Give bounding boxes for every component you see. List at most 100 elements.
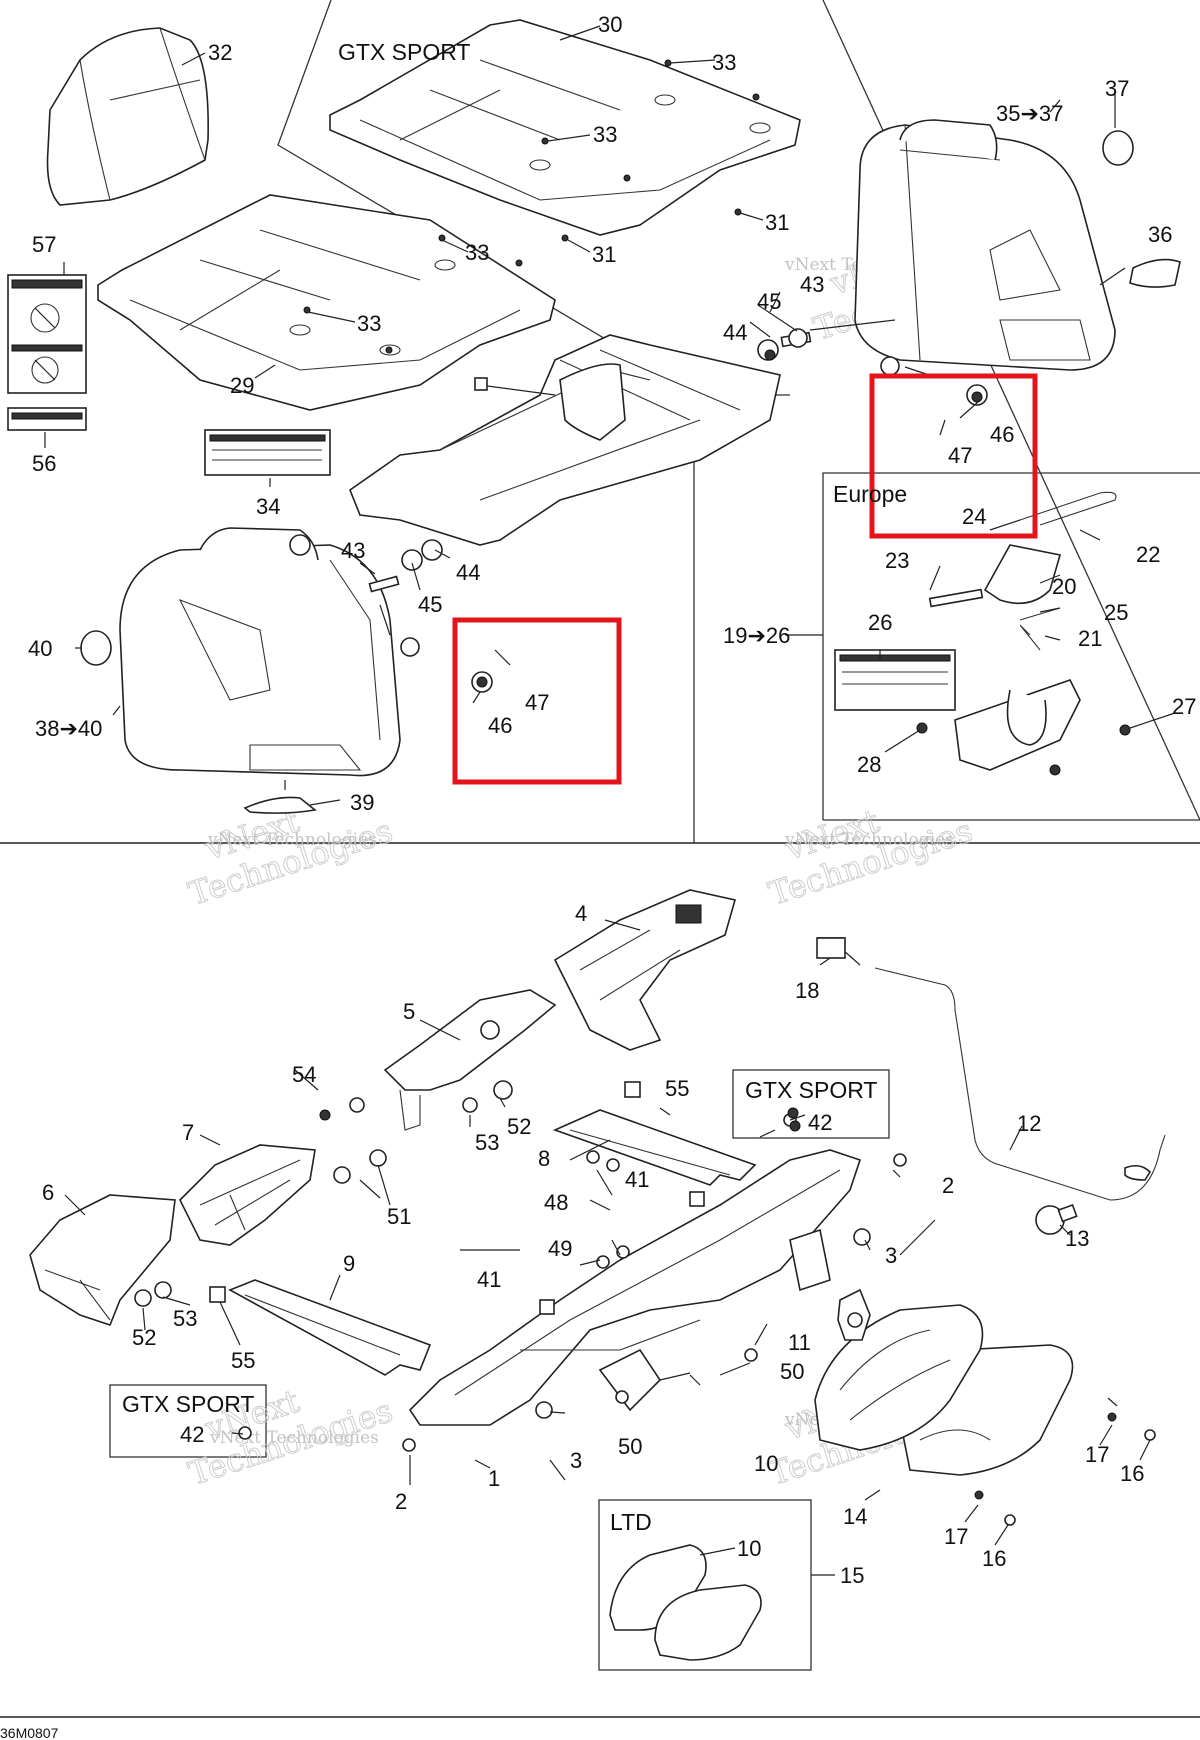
part-39-reflector	[243, 796, 317, 814]
callout-8: 8	[538, 1146, 550, 1171]
watermark-small: vNext Technologies	[207, 830, 377, 850]
callout-45: 45	[757, 289, 781, 314]
callout-33: 33	[593, 122, 617, 147]
group-title-gtx-sport-low: GTX SPORT	[122, 1391, 255, 1417]
part-rear-rack	[349, 334, 781, 546]
part-18-connector	[816, 937, 846, 959]
callout-52: 52	[507, 1114, 531, 1139]
part-6-cover	[29, 1194, 176, 1326]
group-title-europe: Europe	[833, 481, 907, 507]
watermark-small: vNext Technologies	[209, 1428, 379, 1448]
leader-lines	[44, 25, 1176, 1576]
callout-34: 34	[256, 494, 280, 519]
callout-20: 20	[1052, 574, 1076, 599]
callout-44: 44	[723, 320, 747, 345]
callout-23: 23	[885, 548, 909, 573]
callout-25: 25	[1104, 600, 1128, 625]
callout-17: 17	[1085, 1442, 1109, 1467]
callout-42: 42	[180, 1422, 204, 1447]
callout-49: 49	[548, 1236, 572, 1261]
group-title-ltd: LTD	[610, 1509, 652, 1535]
callout-3: 3	[570, 1448, 582, 1473]
callout-16: 16	[982, 1546, 1006, 1571]
part-29-tray	[97, 194, 556, 411]
part-11-socket	[837, 1288, 871, 1341]
part-40-ring	[80, 630, 112, 666]
callout-41: 41	[477, 1267, 501, 1292]
callout-53: 53	[475, 1130, 499, 1155]
callout-50: 50	[780, 1359, 804, 1384]
europe-parts	[834, 491, 1131, 776]
callout-36: 36	[1148, 222, 1172, 247]
callout-15: 15	[840, 1563, 864, 1588]
callout-42: 42	[808, 1110, 832, 1135]
callout-21: 21	[1078, 626, 1102, 651]
callout-40: 40	[28, 636, 52, 661]
callout-56: 56	[32, 451, 56, 476]
callout-37: 37	[1105, 76, 1129, 101]
callout-11: 11	[788, 1330, 811, 1355]
callout-43: 43	[800, 272, 824, 297]
callout-12: 12	[1017, 1111, 1041, 1136]
callout-19-26: 19➔26	[723, 623, 790, 648]
drawing-code: 36M0807	[0, 1725, 59, 1740]
callout-46: 46	[990, 422, 1014, 447]
callout-35-37: 35➔37	[996, 101, 1063, 126]
callout-33: 33	[712, 50, 736, 75]
callout-57: 57	[32, 232, 56, 257]
callout-27: 27	[1172, 694, 1196, 719]
callout-55: 55	[231, 1348, 255, 1373]
callout-44: 44	[456, 560, 480, 585]
part-57-decal	[7, 274, 87, 394]
callout-22: 22	[1136, 542, 1160, 567]
callout-30: 30	[598, 12, 622, 37]
callout-16: 16	[1120, 1461, 1144, 1486]
part-5-bracket	[383, 989, 557, 1131]
callout-24: 24	[962, 504, 986, 529]
callout-47: 47	[948, 443, 972, 468]
hardware-top	[303, 59, 988, 693]
callout-5: 5	[403, 999, 415, 1024]
callout-53: 53	[173, 1306, 197, 1331]
callout-55: 55	[665, 1076, 689, 1101]
callout-17: 17	[944, 1524, 968, 1549]
part-36-reflector	[1129, 258, 1181, 288]
callout-10: 10	[737, 1536, 761, 1561]
callout-39: 39	[350, 790, 374, 815]
part-9-rail	[228, 1279, 432, 1376]
callout-32: 32	[208, 40, 232, 65]
part-13-bulb	[1035, 1203, 1078, 1235]
part-4-shell	[553, 889, 737, 1051]
group-title-gtx-sport-top: GTX SPORT	[338, 39, 471, 65]
part-35-case	[854, 119, 1116, 371]
callout-28: 28	[857, 752, 881, 777]
callout-6: 6	[42, 1180, 54, 1205]
callout-18: 18	[795, 978, 819, 1003]
part-10-lamp-housing	[814, 1304, 984, 1451]
callout-50: 50	[618, 1434, 642, 1459]
watermark-small: vNext Technologies	[784, 830, 954, 850]
callout-47: 47	[525, 690, 549, 715]
callout-13: 13	[1065, 1226, 1089, 1251]
callout-51: 51	[387, 1204, 411, 1229]
highlight-box-lower	[452, 617, 622, 785]
part-37-ring	[1102, 130, 1134, 166]
callout-38-40: 38➔40	[35, 716, 102, 741]
part-12-harness	[817, 937, 1166, 1201]
callout-10: 10	[754, 1451, 778, 1476]
group-title-gtx-sport-mid: GTX SPORT	[745, 1077, 878, 1103]
part-8-rail	[552, 1109, 757, 1186]
callouts: 32 30 33 33 31 31 33 33 29 57 56 34 37 3…	[28, 12, 1196, 1588]
callout-46: 46	[488, 713, 512, 738]
callout-29: 29	[230, 373, 254, 398]
callout-45: 45	[418, 592, 442, 617]
callout-48: 48	[544, 1190, 568, 1215]
callout-33: 33	[465, 240, 489, 265]
highlight-box-upper	[869, 373, 1038, 539]
callout-2: 2	[942, 1173, 954, 1198]
callout-1: 1	[488, 1466, 500, 1491]
callout-26: 26	[868, 610, 892, 635]
callout-41: 41	[625, 1167, 649, 1192]
callout-54: 54	[292, 1062, 316, 1087]
